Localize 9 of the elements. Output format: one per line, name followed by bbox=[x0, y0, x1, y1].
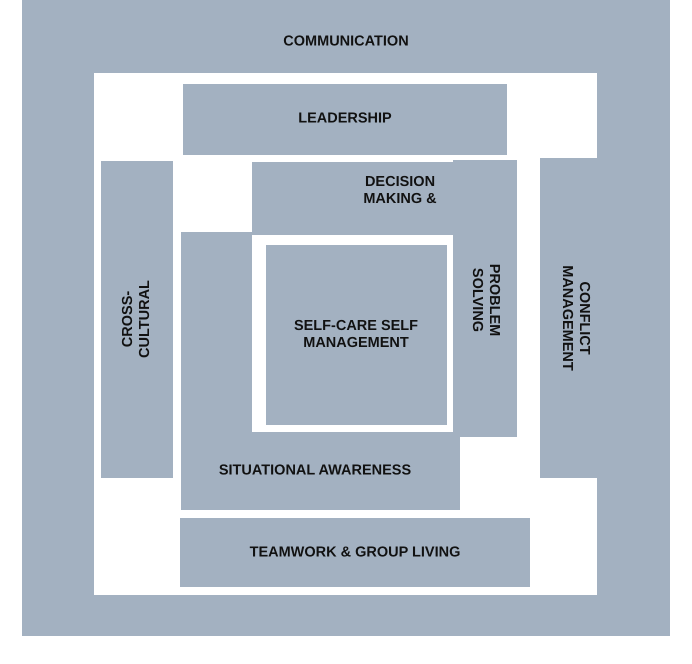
node-label: LEADERSHIP bbox=[297, 110, 393, 128]
node-label: SELF-CARE SELF MANAGEMENT bbox=[294, 318, 418, 352]
node-label: PROBLEM SOLVING bbox=[468, 262, 502, 338]
node-label: SITUATIONAL AWARENESS bbox=[218, 462, 412, 480]
node-label: DECISION MAKING & bbox=[362, 174, 438, 208]
node-label: CONFLICT MANAGEMENT bbox=[558, 264, 592, 373]
node-label: TEAMWORK & GROUP LIVING bbox=[248, 544, 462, 562]
node-label: CROSS-CULTURAL bbox=[120, 279, 154, 360]
node-label: COMMUNICATION bbox=[282, 34, 410, 50]
